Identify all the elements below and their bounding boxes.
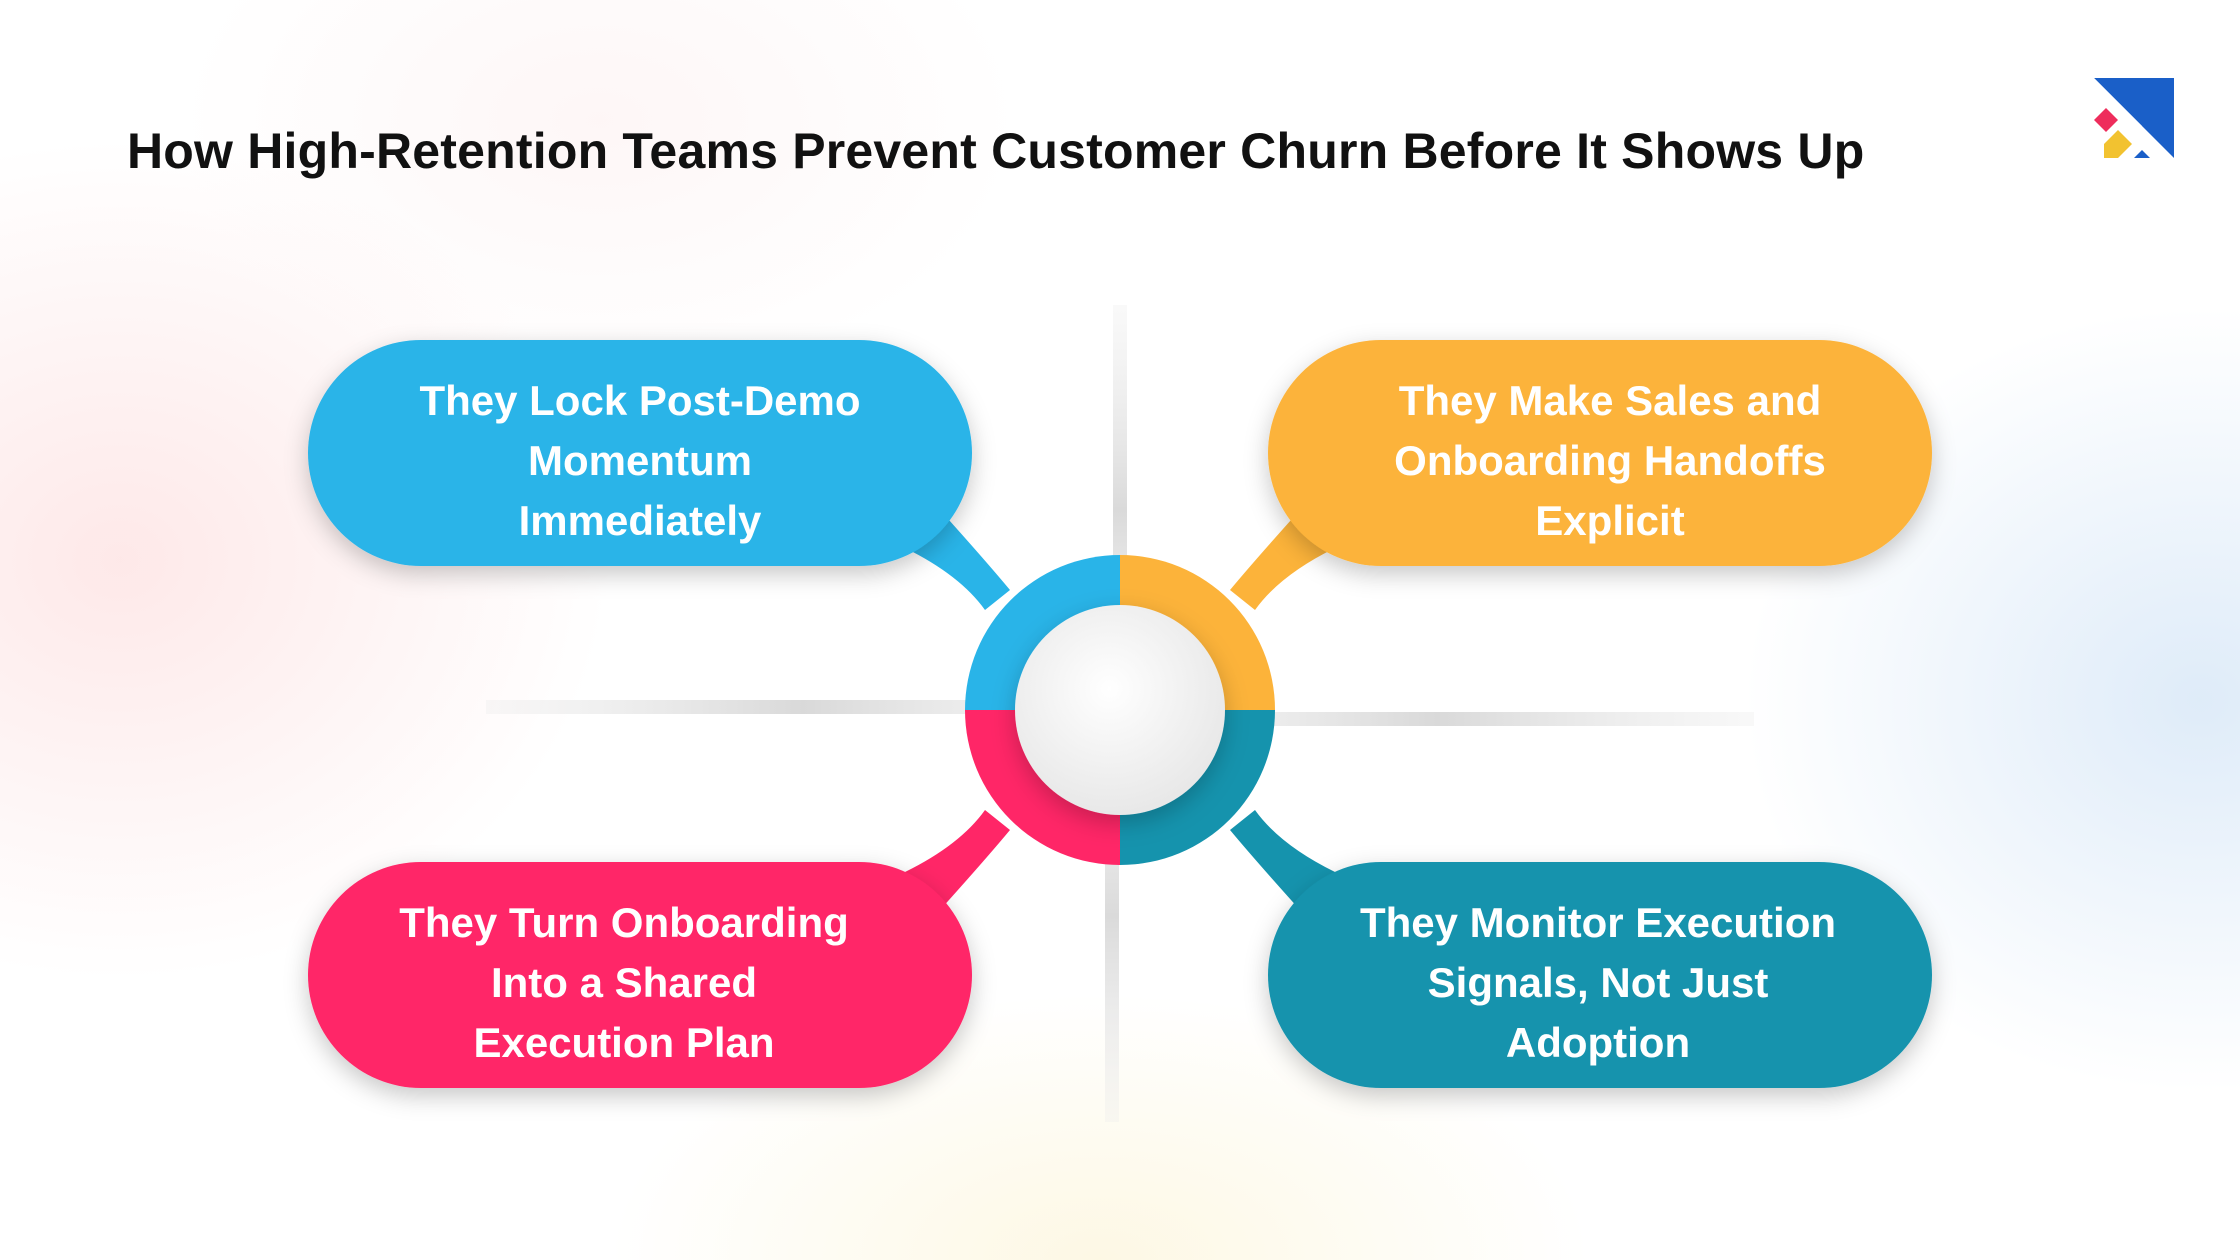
pill-teal — [1268, 862, 1932, 1088]
divider-horizontal-left — [486, 700, 1120, 714]
item-2-text: They Make Sales and Onboarding Handoffs … — [1394, 377, 1826, 544]
item-3-text: They Turn Onboarding Into a Shared Execu… — [399, 899, 849, 1066]
pill-pink — [308, 862, 972, 1088]
pill-orange — [1268, 340, 1932, 566]
brand-logo-icon — [2094, 78, 2174, 158]
item-4-text: They Monitor Execution Signals, Not Just… — [1359, 899, 1837, 1066]
center-circle — [1015, 605, 1225, 815]
item-1-text: They Lock Post-Demo Momentum Immediately — [419, 377, 861, 544]
page-title: How High-Retention Teams Prevent Custome… — [127, 123, 1865, 179]
connector-pink — [905, 810, 1010, 910]
connector-teal — [1230, 810, 1335, 910]
divider-horizontal-right — [1120, 712, 1754, 726]
pill-blue — [308, 340, 972, 566]
